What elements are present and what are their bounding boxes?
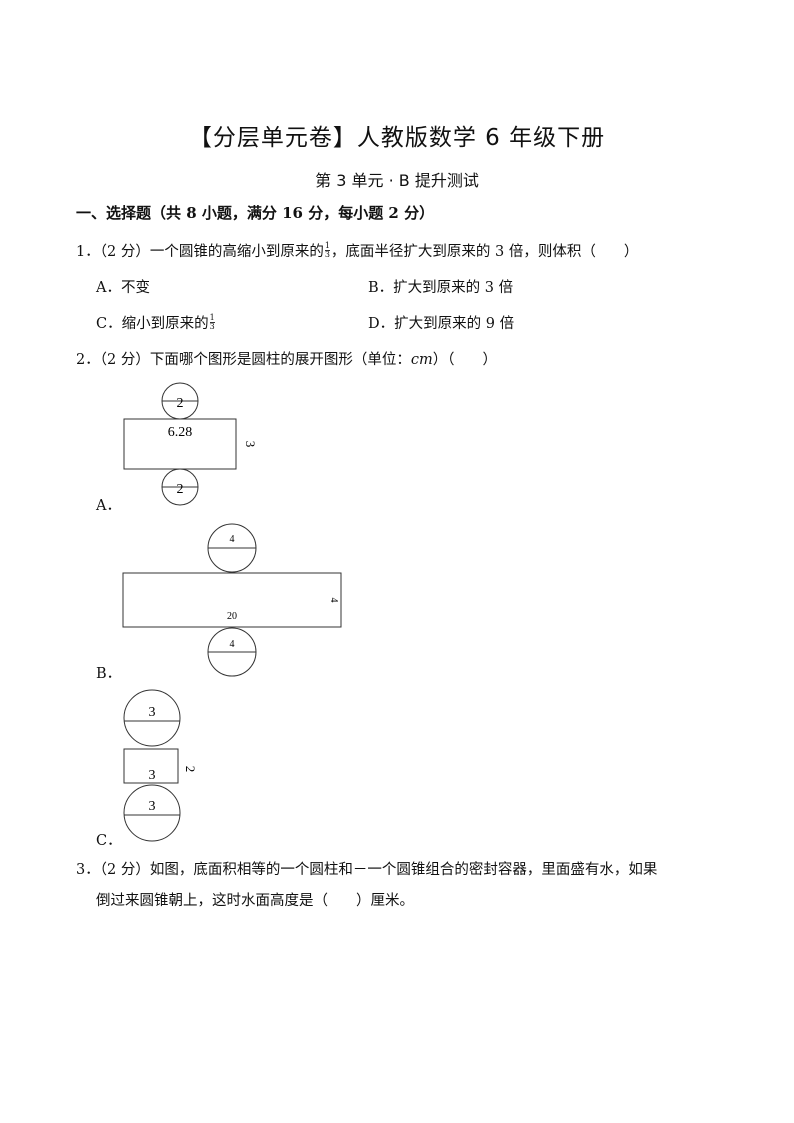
question-2: 2．（2 分）下面哪个图形是圆柱的展开图形（单位：cm）（） xyxy=(76,352,497,368)
question-text-after: ，底面半径扩大到原来的 3 倍，则体积（ xyxy=(330,244,596,260)
figure-c: 3 3 2 3 xyxy=(123,689,198,842)
svg-text:4: 4 xyxy=(230,534,235,545)
svg-text:3: 3 xyxy=(149,768,156,783)
page-subtitle: 第 3 单元 · B 提升测试 xyxy=(315,171,479,190)
q1-option-b[interactable]: B．扩大到原来的 3 倍 xyxy=(368,280,514,296)
svg-text:4: 4 xyxy=(328,598,339,603)
svg-text:2: 2 xyxy=(183,766,198,773)
svg-text:3: 3 xyxy=(149,799,156,814)
figure-b: 4 20 4 4 xyxy=(122,523,342,677)
question-points: （2 分） xyxy=(99,244,150,260)
page-title: 【分层单元卷】人教版数学 6 年级下册 xyxy=(188,125,606,151)
question-text: 一个圆锥的高缩小到原来的 xyxy=(149,244,324,260)
question-number: 1． xyxy=(76,244,100,260)
section-heading: 一、选择题（共 8 小题，满分 16 分，每小题 2 分） xyxy=(76,204,435,222)
q1-option-d[interactable]: D．扩大到原来的 9 倍 xyxy=(368,316,515,332)
svg-text:3: 3 xyxy=(243,441,258,448)
svg-text:6.28: 6.28 xyxy=(168,425,193,440)
question-3: 3．（2 分）如图，底面积相等的一个圆柱和－一个圆锥组合的密封容器，里面盛有水，… xyxy=(76,862,658,878)
q2-option-a-label[interactable]: A． xyxy=(96,498,121,514)
svg-text:2: 2 xyxy=(177,482,184,497)
question-3-line2: 倒过来圆锥朝上，这时水面高度是（）厘米。 xyxy=(96,893,414,909)
svg-text:20: 20 xyxy=(227,611,237,622)
q2-option-b-label[interactable]: B． xyxy=(96,666,122,682)
unit: cm xyxy=(410,352,433,368)
figure-a: 2 6.28 3 2 xyxy=(123,382,258,506)
q2-option-c-label[interactable]: C． xyxy=(96,833,122,849)
svg-text:2: 2 xyxy=(177,396,184,411)
svg-text:3: 3 xyxy=(149,705,156,720)
q1-option-a[interactable]: A．不变 xyxy=(96,280,150,296)
svg-text:4: 4 xyxy=(230,639,235,650)
